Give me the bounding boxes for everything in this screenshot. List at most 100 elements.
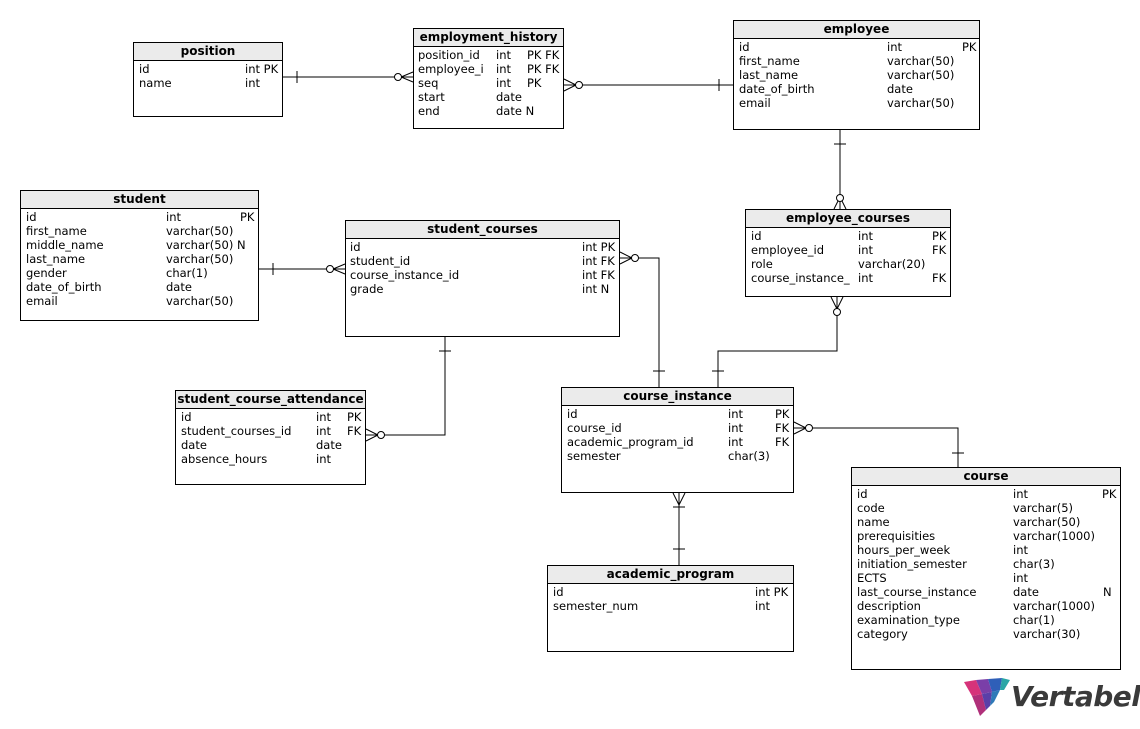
column-type: int <box>1013 543 1028 557</box>
link-student-courses-attendance <box>366 337 446 436</box>
column-name: id <box>857 487 868 501</box>
column-name: last_name <box>26 252 86 266</box>
column-type: int PK <box>245 62 279 76</box>
column-type: int <box>316 410 331 424</box>
column-type: int <box>1013 571 1028 585</box>
column-flag: N <box>1103 585 1112 599</box>
column-type: varchar(50) <box>887 54 955 68</box>
column-name: id <box>553 585 564 599</box>
column-name: id <box>739 40 750 54</box>
column-name: date_of_birth <box>26 280 102 294</box>
column-name: first_name <box>26 224 87 238</box>
entity-title: course_instance <box>562 388 793 406</box>
column-type: int <box>316 424 331 438</box>
column-type: int <box>496 76 511 90</box>
column-name: start <box>418 90 445 104</box>
column-type: int <box>887 40 902 54</box>
column-type: int <box>1013 487 1028 501</box>
column-type: int FK <box>582 254 615 268</box>
column-row: semester_num int <box>548 599 793 613</box>
column-type: int N <box>582 282 610 296</box>
column-name: name <box>857 515 890 529</box>
column-type: varchar(50) <box>887 96 955 110</box>
entity-course[interactable]: course id int PK code varchar(5) name varcha… <box>851 467 1121 670</box>
column-type: int <box>858 243 873 257</box>
entity-title: position <box>134 43 282 61</box>
column-name: id <box>26 210 37 224</box>
column-type: varchar(50) <box>166 224 234 238</box>
column-name: middle_name <box>26 238 104 252</box>
column-flag: PK FK <box>527 62 560 76</box>
column-name: first_name <box>739 54 800 68</box>
column-flag: PK <box>1102 487 1117 501</box>
column-type: date <box>496 90 522 104</box>
link-student-courses-course-instance <box>620 257 660 387</box>
column-name: id <box>181 410 192 424</box>
entity-title: employment_history <box>414 29 563 47</box>
link-course-instance-course <box>794 427 959 467</box>
column-type: int <box>755 599 770 613</box>
column-type: char(3) <box>1013 557 1055 571</box>
column-name: description <box>857 599 921 613</box>
column-name: semester_num <box>553 599 639 613</box>
column-row: name int <box>134 76 282 90</box>
column-name: seq <box>418 76 439 90</box>
column-name: course_instance_id <box>350 268 460 282</box>
column-row: initiation_semester char(3) <box>852 557 1120 571</box>
column-type: varchar(50) <box>166 252 234 266</box>
column-name: hours_per_week <box>857 543 951 557</box>
column-flag: FK <box>932 271 947 285</box>
entity-title: academic_program <box>548 566 793 584</box>
column-name: course_instance_ <box>751 271 850 285</box>
entity-position[interactable]: position id int PK name int <box>133 42 283 117</box>
entity-title: student <box>21 191 258 209</box>
column-row: start date <box>414 90 563 104</box>
column-type: varchar(50) <box>166 294 234 308</box>
column-type: int <box>728 435 743 449</box>
column-row: first_name varchar(50) <box>21 224 258 238</box>
column-type: char(1) <box>1013 613 1055 627</box>
column-type: varchar(5) <box>1013 501 1074 515</box>
column-name: code <box>857 501 885 515</box>
column-type: varchar(1000) <box>1013 529 1095 543</box>
column-type: date N <box>496 104 535 118</box>
column-type: varchar(30) <box>1013 627 1081 641</box>
column-name: prerequisities <box>857 529 936 543</box>
column-name: last_course_instance <box>857 585 977 599</box>
column-name: category <box>857 627 908 641</box>
column-name: position_id <box>418 48 480 62</box>
column-name: initiation_semester <box>857 557 967 571</box>
column-flag: FK <box>347 424 362 438</box>
entity-title: course <box>852 468 1120 486</box>
column-name: last_name <box>739 68 799 82</box>
column-type: char(3) <box>728 449 770 463</box>
column-flag: PK <box>962 40 977 54</box>
